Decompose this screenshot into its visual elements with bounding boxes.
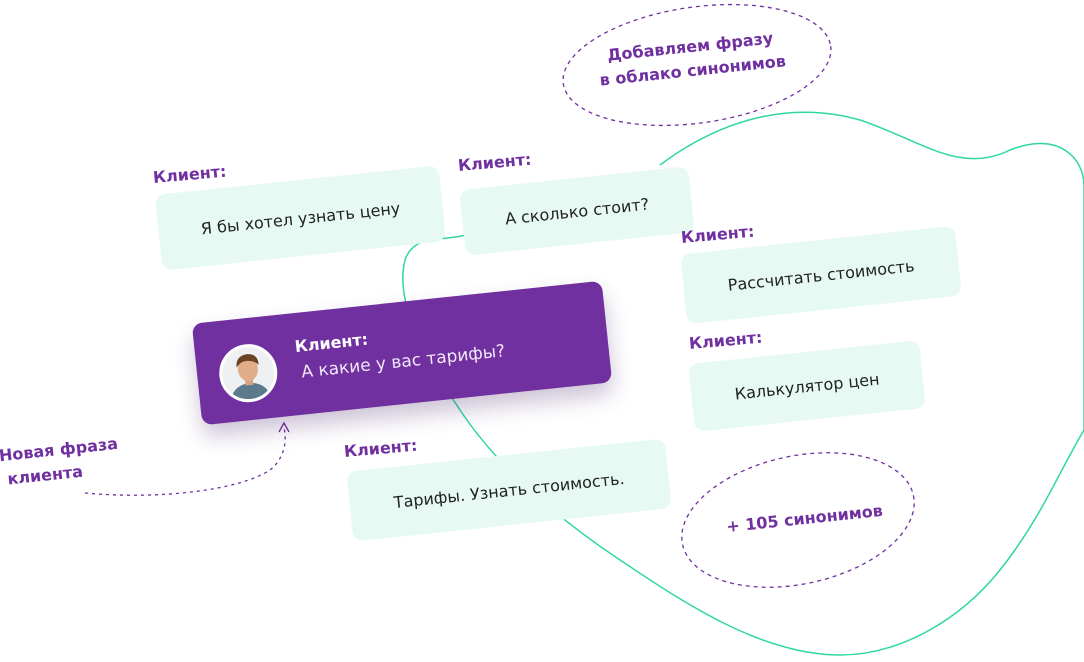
arrow-head-icon xyxy=(278,421,290,433)
new-client-phrase-card: Клиент: А какие у вас тарифы? xyxy=(191,280,613,426)
synonym-text: Я бы хотел узнать цену xyxy=(199,198,402,238)
client-avatar xyxy=(216,341,281,406)
main-client-label: Клиент: xyxy=(293,329,369,357)
synonym-text: Рассчитать стоимость xyxy=(726,255,916,295)
cloud-note-oval xyxy=(562,3,832,127)
synonym-text: Тарифы. Узнать стоимость. xyxy=(392,468,626,512)
new-phrase-arrow xyxy=(84,427,286,496)
synonym-text: Калькулятор цен xyxy=(733,368,881,404)
person-icon xyxy=(219,344,277,402)
synonyms-oval xyxy=(681,452,915,588)
synonym-text: А сколько стоит? xyxy=(504,193,650,229)
